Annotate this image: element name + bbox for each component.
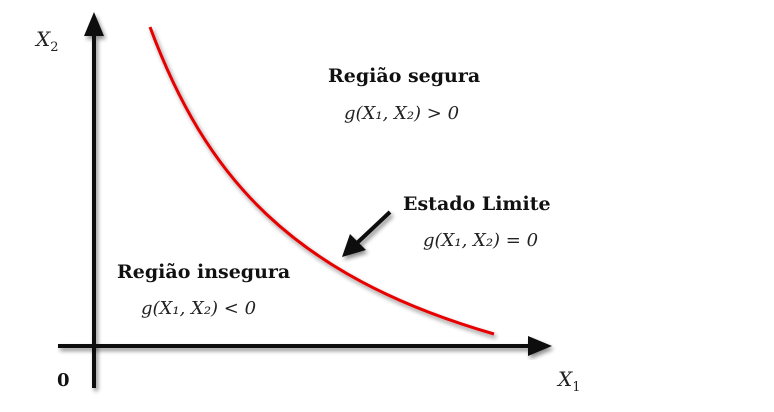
unsafe-region-title: Região insegura [117, 261, 290, 283]
limit-state-curve [148, 26, 495, 336]
origin-label: 0 [57, 370, 70, 391]
y-axis-label: X2 [34, 27, 59, 55]
limit-state-title: Estado Limite [403, 193, 551, 215]
limit-state-formula: g(X₁, X₂) = 0 [423, 230, 538, 251]
unsafe-region-formula: g(X₁, X₂) < 0 [141, 298, 256, 319]
safe-region-title: Região segura [328, 65, 480, 87]
safe-region-formula: g(X₁, X₂) > 0 [344, 103, 459, 124]
x-axis-label: X1 [556, 367, 581, 395]
x-axis [58, 336, 552, 356]
limit-state-arrow [342, 210, 392, 257]
y-axis [84, 12, 104, 388]
